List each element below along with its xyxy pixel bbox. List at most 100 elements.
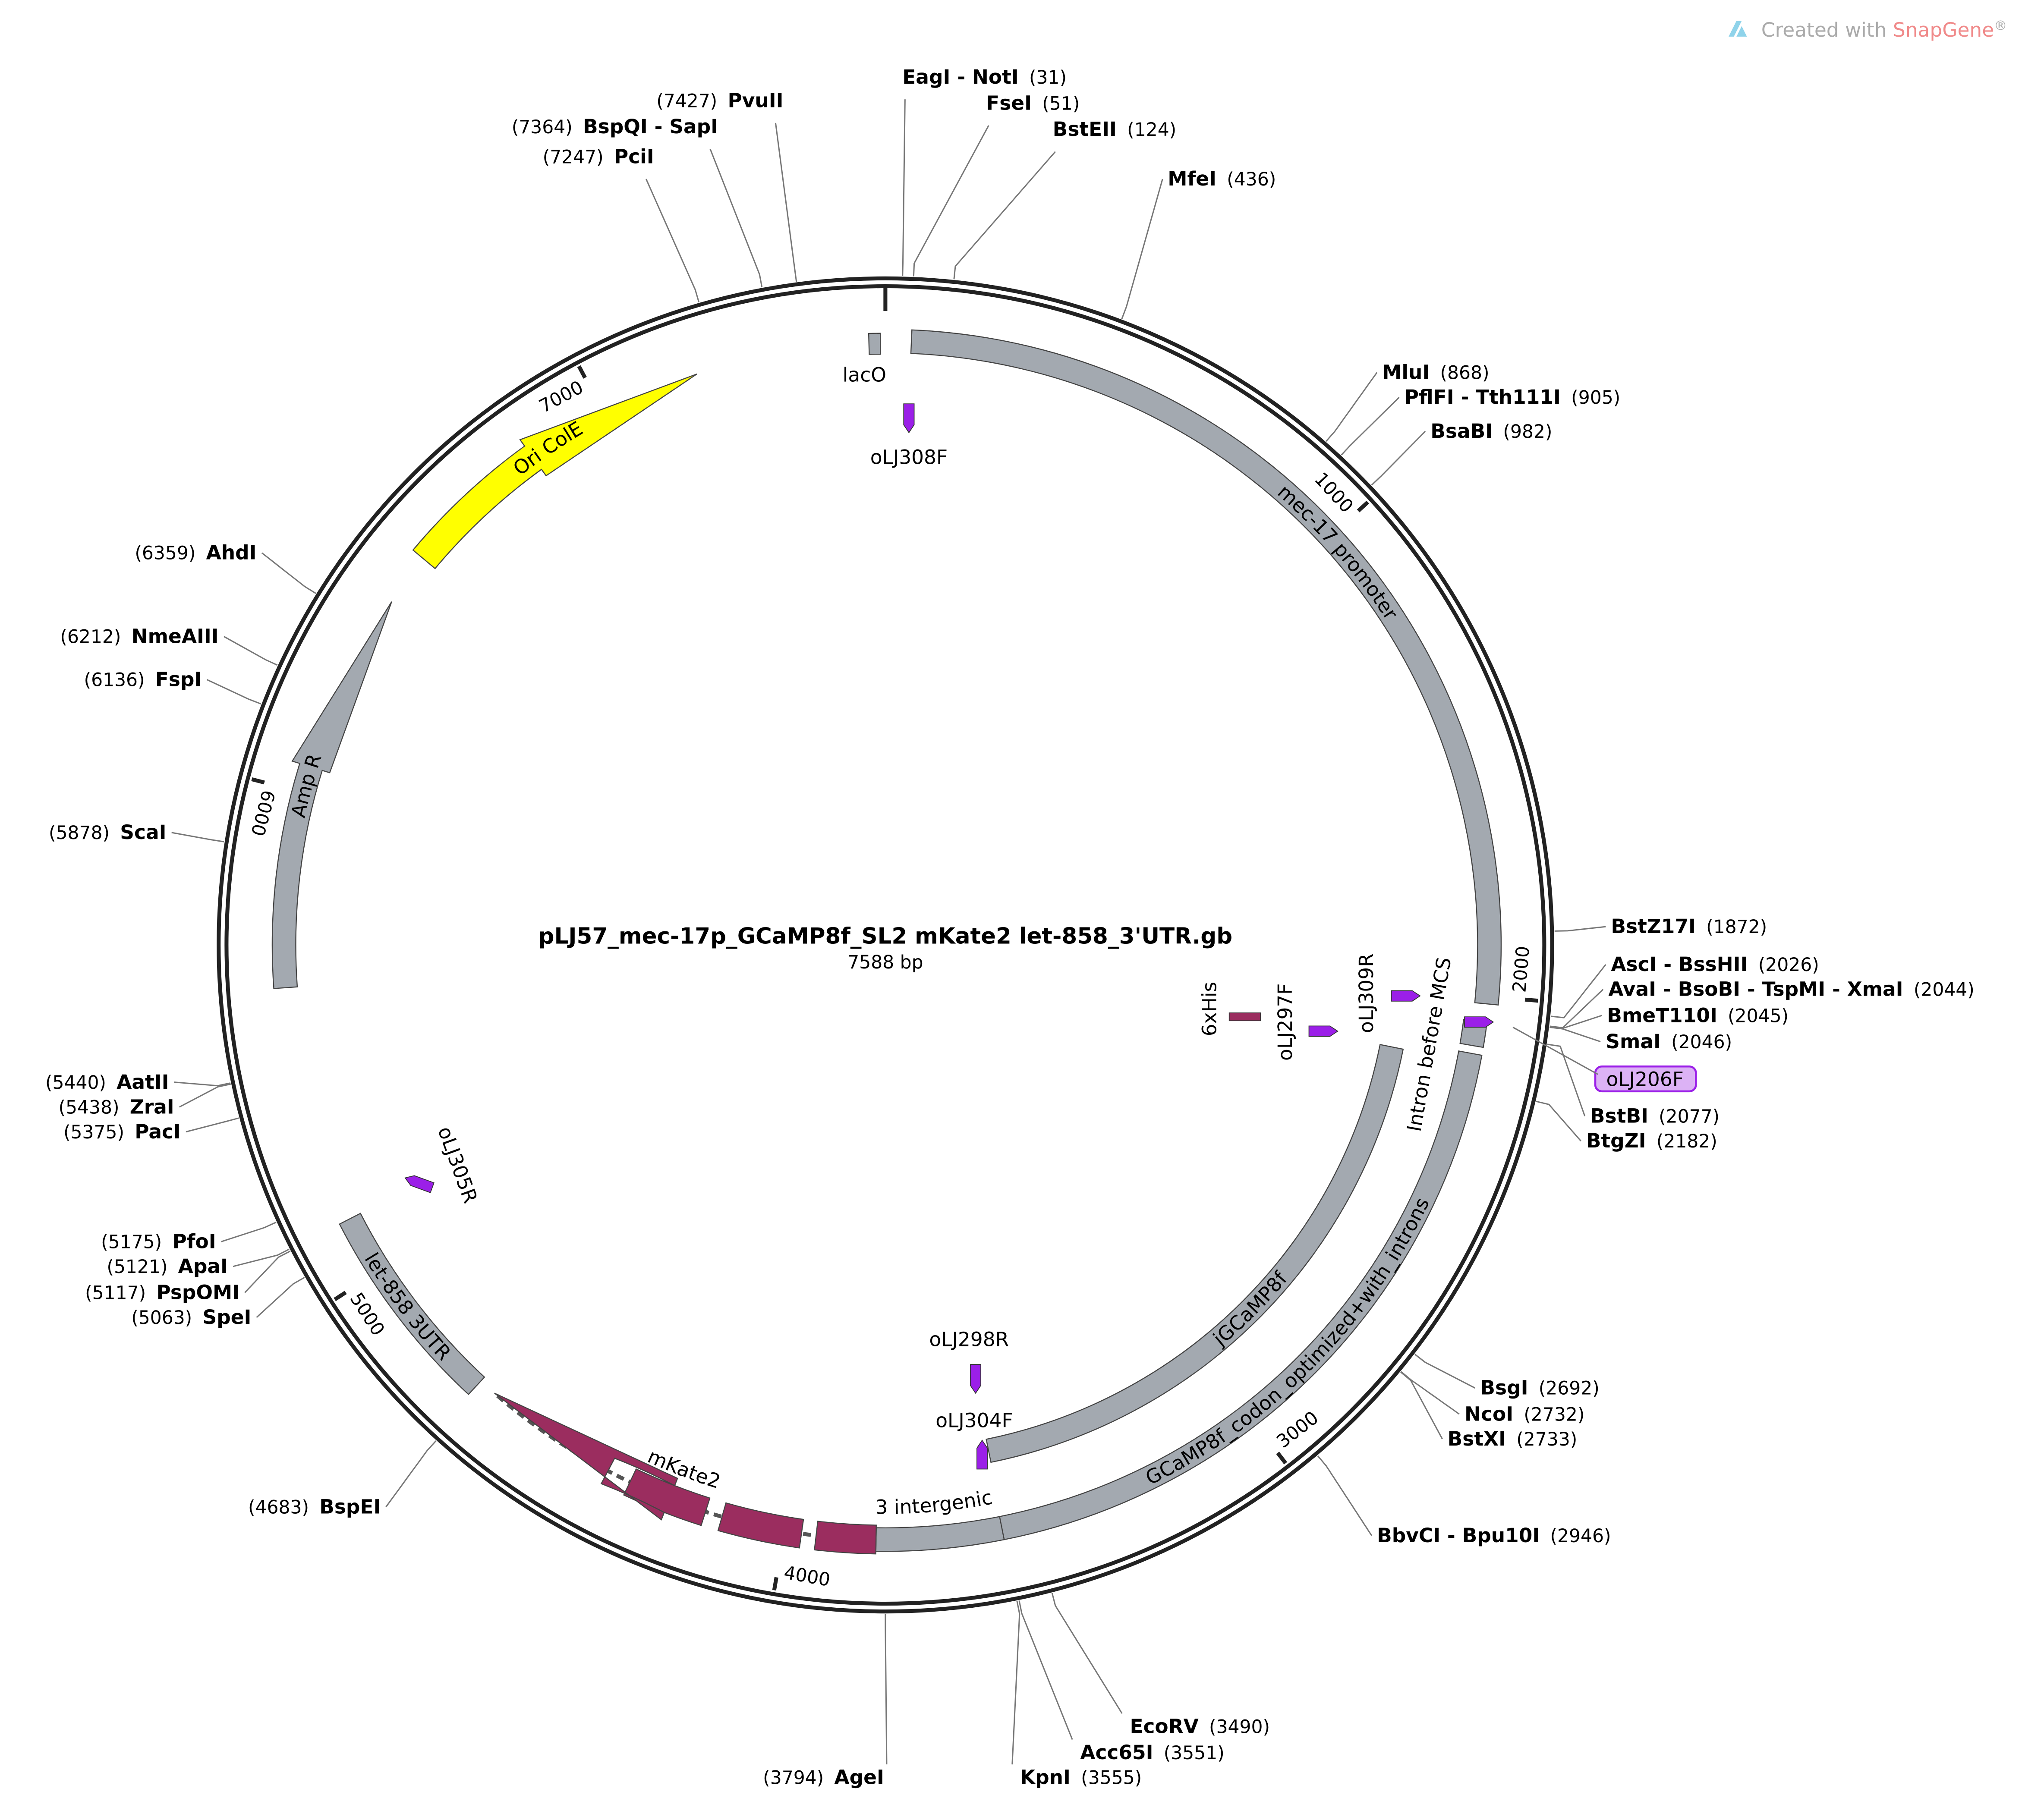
- enzyme-site-apai[interactable]: (5121)ApaI: [107, 1255, 228, 1278]
- enzyme-name: PacI: [135, 1120, 181, 1143]
- enzyme-position: (2077): [1659, 1106, 1720, 1128]
- enzyme-name: AatII: [117, 1071, 169, 1094]
- enzyme-name: Acc65I: [1080, 1741, 1153, 1764]
- enzyme-site-ncoi[interactable]: NcoI(2732): [1464, 1402, 1584, 1425]
- feature-intron-before-mcs[interactable]: Intron before MCS: [1403, 956, 1488, 1133]
- enzyme-position: (4683): [248, 1497, 309, 1518]
- enzyme-name: BbvCI - Bpu10I: [1377, 1524, 1540, 1547]
- enzyme-site-fspi[interactable]: (6136)FspI: [84, 668, 202, 691]
- enzyme-site-bspei[interactable]: (4683)BspEI: [248, 1495, 381, 1518]
- enzyme-site-smai[interactable]: SmaI(2046): [1606, 1030, 1732, 1053]
- svg-text:gpd-2/3 intergenic region: gpd-2/3 intergenic region: [0, 0, 1000, 1518]
- enzyme-site-bsteii[interactable]: BstEII(124): [1053, 118, 1177, 141]
- enzyme-position: (2692): [1539, 1378, 1600, 1399]
- feature-mec-17-promoter[interactable]: mec-17 promoter: [910, 329, 1502, 1006]
- enzyme-site-bsabi[interactable]: BsaBI(982): [1430, 420, 1552, 443]
- enzyme-site-pflfi-tth111i[interactable]: PflFI - Tth111I(905): [1405, 386, 1621, 409]
- primer-olj297f[interactable]: oLJ297F: [1274, 984, 1339, 1061]
- enzyme-site-bbvci-bpu10i[interactable]: BbvCI - Bpu10I(2946): [1377, 1524, 1611, 1547]
- enzyme-site-bmet110i[interactable]: BmeT110I (2045): [1607, 1004, 1789, 1027]
- enzyme-name: AvaI - BsoBI - TspMI - XmaI: [1608, 978, 1903, 1001]
- enzyme-leader-line: [179, 1083, 231, 1108]
- enzyme-site-aatii[interactable]: (5440)AatII: [45, 1071, 169, 1094]
- enzyme-site-scai[interactable]: (5878)ScaI: [49, 821, 166, 844]
- enzyme-leader-line: [1414, 1354, 1476, 1389]
- enzyme-site-pspomi[interactable]: (5117)PspOMI: [85, 1281, 239, 1304]
- enzyme-position: (1872): [1706, 917, 1767, 938]
- enzyme-site-pcii[interactable]: (7247)PciI: [543, 145, 654, 168]
- enzyme-name: BmeT110I: [1607, 1004, 1717, 1027]
- enzyme-leader-line: [1371, 431, 1426, 486]
- enzyme-site-bstxi[interactable]: BstXI(2733): [1448, 1427, 1578, 1450]
- primer-olj304f[interactable]: oLJ304F: [935, 1409, 1013, 1470]
- feature-laco[interactable]: lacO: [843, 333, 886, 387]
- enzyme-leader-line: [953, 151, 1056, 280]
- primer-arrow-icon: [1308, 1025, 1339, 1037]
- enzyme-name: BstEII: [1053, 118, 1117, 141]
- enzyme-site-fsei[interactable]: FseI(51): [986, 91, 1080, 114]
- enzyme-position: (2045): [1728, 1006, 1789, 1027]
- primer-6xhis[interactable]: 6xHis: [1198, 982, 1261, 1036]
- primer-olj298r[interactable]: oLJ298R: [929, 1328, 1009, 1394]
- enzyme-position: (982): [1503, 421, 1552, 443]
- enzyme-position: (2026): [1758, 955, 1819, 976]
- enzyme-position: (5375): [63, 1122, 124, 1143]
- enzyme-position: (3551): [1164, 1743, 1225, 1764]
- primer-olj305r[interactable]: oLJ305R: [403, 1123, 482, 1206]
- enzyme-leader-line: [646, 179, 700, 303]
- enzyme-site-bspqi-sapi[interactable]: (7364)BspQI - SapI: [512, 115, 718, 138]
- enzyme-position: (6359): [135, 543, 195, 564]
- feature-shape: [986, 1044, 1404, 1463]
- enzyme-site-acc65i[interactable]: Acc65I (3551): [1080, 1741, 1224, 1764]
- enzyme-name: AgeI: [834, 1766, 884, 1789]
- enzyme-leader-line: [1554, 926, 1606, 932]
- enzyme-leader-line: [913, 125, 989, 277]
- enzyme-name: SmaI: [1606, 1030, 1661, 1053]
- enzyme-leader-line: [1011, 1601, 1020, 1765]
- enzyme-leader-line: [186, 1117, 239, 1133]
- enzyme-site-agei[interactable]: (3794) AgeI: [763, 1766, 884, 1789]
- feature-jgcamp8f[interactable]: jGCaMP8f: [986, 1044, 1404, 1463]
- enzyme-leader-line: [233, 1248, 290, 1267]
- enzyme-site-ahdi[interactable]: (6359)AhdI: [135, 541, 256, 564]
- enzyme-name: EagI - NotI: [902, 66, 1019, 88]
- enzyme-site-bstz17i[interactable]: BstZ17I(1872): [1611, 915, 1767, 938]
- primer-arrow-icon: [903, 403, 915, 434]
- enzyme-site-ecorv[interactable]: EcoRV(3490): [1130, 1715, 1270, 1738]
- snapgene-credit[interactable]: Created with SnapGene®: [1729, 19, 2007, 41]
- mkate2-segment: [814, 1521, 877, 1555]
- enzyme-site-zrai[interactable]: (5438)ZraI: [59, 1095, 174, 1118]
- enzyme-site-mfei[interactable]: MfeI(436): [1168, 167, 1276, 190]
- primer-label-box: [1594, 1066, 1697, 1093]
- mkate2-segment: [717, 1502, 804, 1549]
- enzyme-site-paci[interactable]: (5375) PacI: [63, 1120, 181, 1143]
- enzyme-leader-line: [385, 1440, 437, 1508]
- enzyme-site-bstbi[interactable]: BstBI(2077): [1590, 1105, 1720, 1128]
- primer-olj206f[interactable]: oLJ206F: [1464, 1016, 1697, 1093]
- enzyme-position: (31): [1029, 67, 1067, 88]
- enzyme-name: BspQI - SapI: [583, 115, 718, 138]
- enzyme-site-mlui[interactable]: MluI(868): [1382, 361, 1489, 384]
- primer-label: oLJ297F: [1274, 984, 1297, 1061]
- enzyme-site-spei[interactable]: (5063)SpeI: [131, 1306, 251, 1329]
- primer-olj309r[interactable]: oLJ309R: [1355, 953, 1421, 1033]
- enzyme-position: (3794): [763, 1768, 824, 1789]
- primer-arrow-icon: [976, 1440, 988, 1470]
- enzyme-leader-line: [902, 99, 906, 276]
- enzyme-site-pfoi[interactable]: (5175)PfoI: [101, 1230, 216, 1253]
- enzyme-site-pvuii[interactable]: (7427)PvuII: [656, 89, 783, 112]
- enzyme-site-eagi-noti[interactable]: EagI - NotI (31): [902, 66, 1067, 88]
- tick-mark: [334, 1291, 347, 1301]
- enzyme-site-bsgi[interactable]: BsgI(2692): [1480, 1377, 1599, 1399]
- enzyme-leader-line: [171, 832, 224, 842]
- enzyme-site-kpni[interactable]: KpnI(3555): [1020, 1766, 1142, 1789]
- enzyme-site-avai-bsobi-tspmi-xmai[interactable]: AvaI - BsoBI - TspMI - XmaI(2044): [1608, 978, 1975, 1001]
- feature-mkate2[interactable]: mKate2: [493, 1392, 877, 1555]
- credit-suffix: ®: [1994, 19, 2007, 34]
- primer-olj308f[interactable]: oLJ308F: [870, 403, 948, 469]
- enzyme-site-btgzi[interactable]: BtgZI(2182): [1586, 1129, 1717, 1152]
- enzyme-site-asci-bsshii[interactable]: AscI - BssHII(2026): [1611, 953, 1819, 976]
- enzyme-name: PfoI: [172, 1230, 216, 1253]
- tick-label: 4000: [782, 1562, 832, 1591]
- enzyme-site-nmeaiii[interactable]: (6212)NmeAIII: [60, 625, 218, 648]
